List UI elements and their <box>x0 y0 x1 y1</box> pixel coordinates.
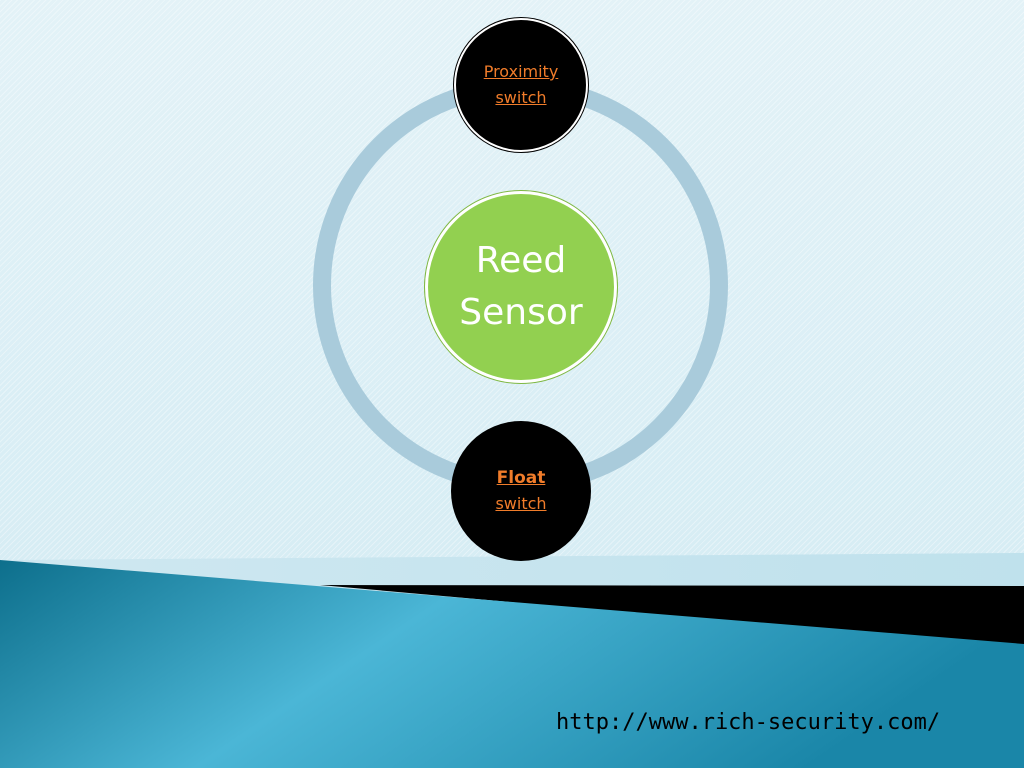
float-switch-link-line2[interactable]: switch <box>495 494 547 513</box>
proximity-switch-link-line1[interactable]: Proximity <box>483 62 559 81</box>
float-switch-node[interactable]: Float switch <box>451 421 591 561</box>
float-switch-link-line1[interactable]: Float <box>496 468 546 488</box>
reed-sensor-label-line2: Sensor <box>459 292 583 333</box>
footer-url: http://www.rich-security.com/ <box>556 710 941 735</box>
proximity-switch-link-line2[interactable]: switch <box>495 88 547 107</box>
reed-sensor-node: Reed Sensor <box>425 191 617 383</box>
reed-sensor-label-line1: Reed <box>475 240 567 281</box>
blue-band <box>0 560 1024 768</box>
proximity-switch-node[interactable]: Proximity switch <box>454 18 588 152</box>
